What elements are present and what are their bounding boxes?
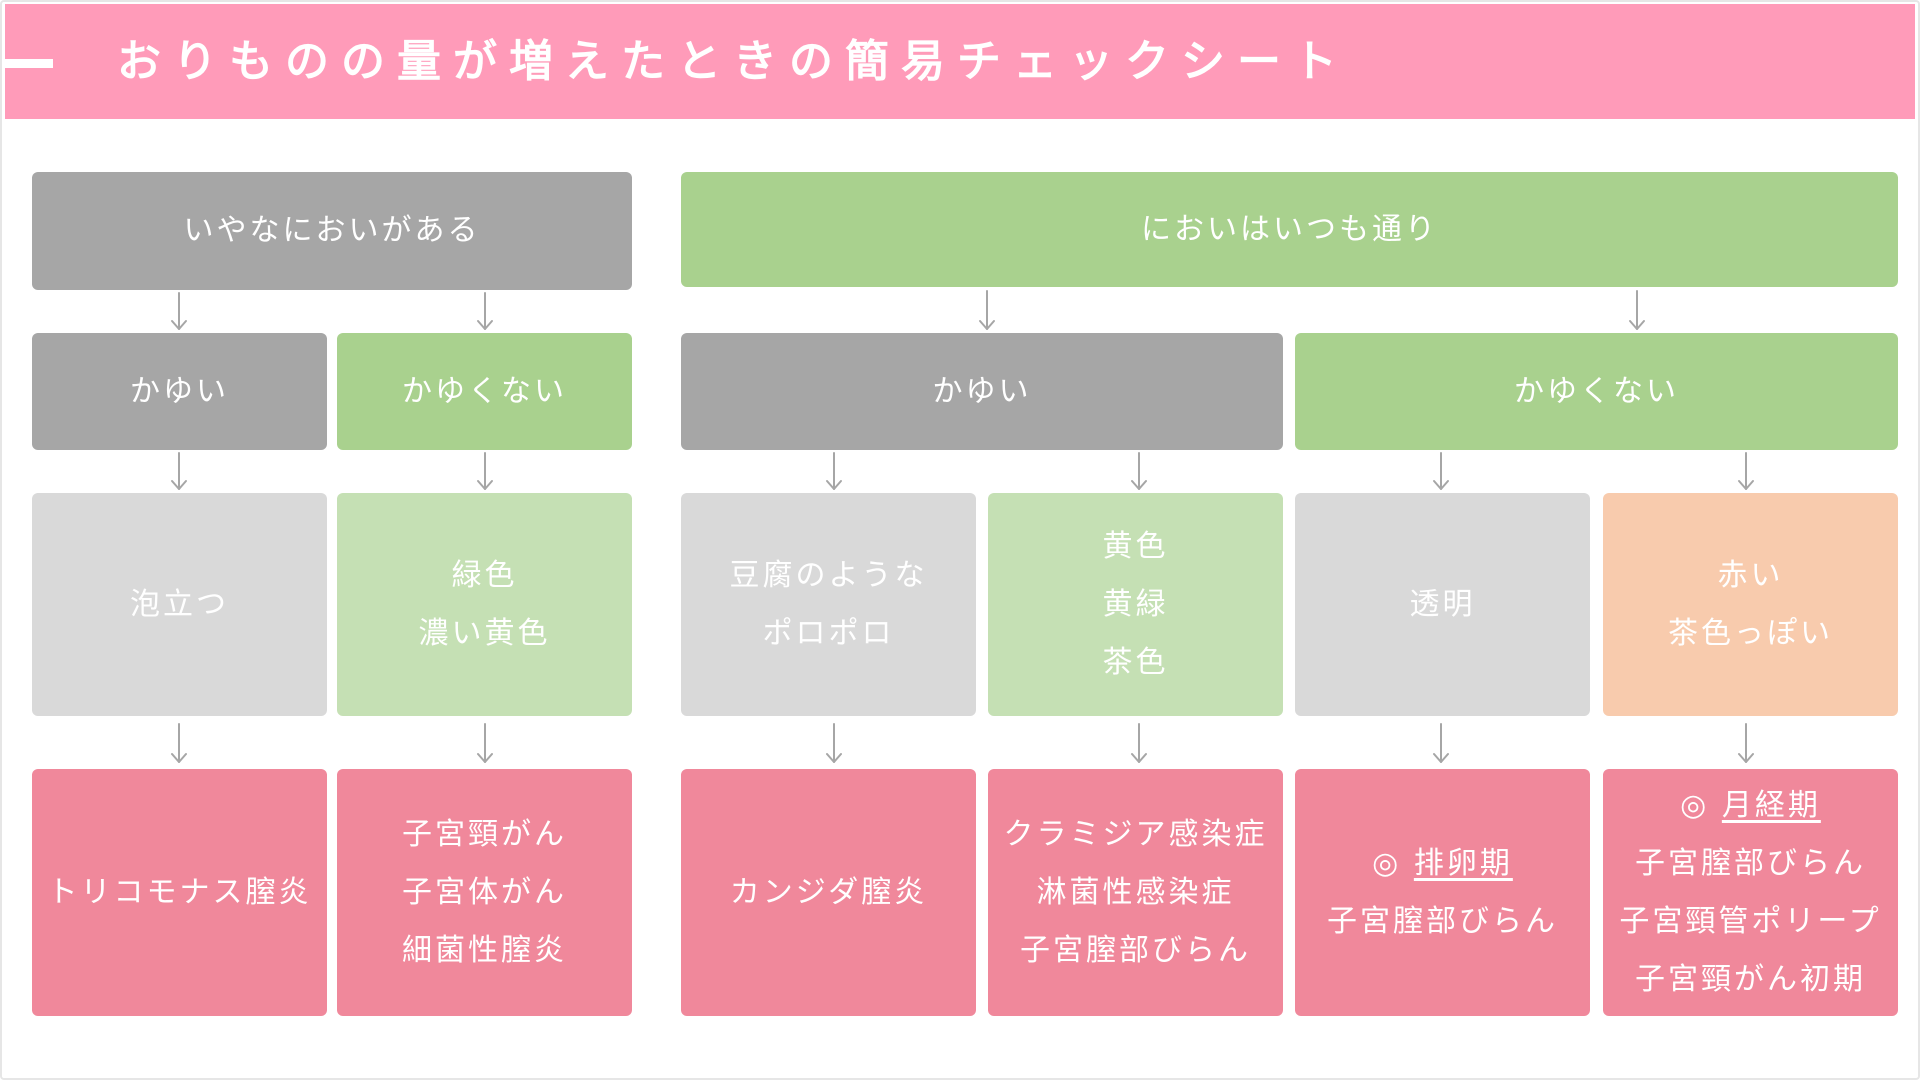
symptom-text: ポロポロ <box>762 615 895 651</box>
symptom-text: 赤い <box>1717 557 1784 593</box>
diagnosis-ovulation: ◎ 排卵期 子宮膣部びらん <box>1295 769 1590 1016</box>
diagnosis-text: トリコモナス膣炎 <box>47 874 312 910</box>
header-dash-mark <box>5 59 53 68</box>
symptom-text: 濃い黄色 <box>418 615 551 651</box>
bad-not-itchy: かゆくない <box>337 333 632 450</box>
normal-itchy-label: かゆい <box>932 373 1032 409</box>
diagnosis-text: 子宮膣部びらん <box>1327 903 1558 939</box>
diagnosis-text: 子宮体がん <box>402 874 567 910</box>
diagnosis-highlight: 月経期 <box>1721 787 1821 823</box>
symptom-green-yellow: 緑色 濃い黄色 <box>337 493 632 716</box>
normal-not-itchy-label: かゆくない <box>1514 373 1679 409</box>
diagnosis-highlight-line: ◎ 排卵期 <box>1372 835 1513 893</box>
symptom-text: 豆腐のような <box>729 557 928 593</box>
diagnosis-highlight-line: ◎ 月経期 <box>1680 777 1821 835</box>
header-bar: おりものの量が増えたときの簡易チェックシート <box>5 4 1915 119</box>
diagnosis-trichomonas: トリコモナス膣炎 <box>32 769 327 1016</box>
symptom-text: 茶色 <box>1102 644 1169 680</box>
branch-smell-normal: においはいつも通り <box>681 172 1898 287</box>
symptom-text: 緑色 <box>451 557 518 593</box>
diagnosis-text: 子宮膣部びらん <box>1020 932 1251 968</box>
normal-itchy: かゆい <box>681 333 1283 450</box>
symptom-text: 泡立つ <box>130 586 229 622</box>
diagnosis-infections: クラミジア感染症 淋菌性感染症 子宮膣部びらん <box>988 769 1283 1016</box>
symptom-text: 黄色 <box>1102 528 1169 564</box>
bad-itchy: かゆい <box>32 333 327 450</box>
diagnosis-text: 細菌性膣炎 <box>402 932 567 968</box>
diagnosis-text: クラミジア感染症 <box>1003 816 1268 852</box>
symptom-tofu-like: 豆腐のような ポロポロ <box>681 493 976 716</box>
diagnosis-candida: カンジダ膣炎 <box>681 769 976 1016</box>
bad-itchy-label: かゆい <box>130 373 229 409</box>
bad-not-itchy-label: かゆくない <box>402 373 567 409</box>
diagnosis-text: 子宮頸がん初期 <box>1635 961 1866 997</box>
branch-smell-normal-label: においはいつも通り <box>1141 211 1438 247</box>
diagnosis-text: 淋菌性感染症 <box>1036 874 1235 910</box>
symptom-foamy: 泡立つ <box>32 493 327 716</box>
diagnosis-text: 子宮膣部びらん <box>1635 845 1866 881</box>
double-circle-mark: ◎ <box>1372 845 1402 881</box>
symptom-text: 黄緑 <box>1102 586 1169 622</box>
branch-smell-bad: いやなにおいがある <box>32 172 632 290</box>
double-circle-mark: ◎ <box>1680 787 1710 823</box>
branch-smell-bad-label: いやなにおいがある <box>183 213 481 248</box>
diagnosis-highlight: 排卵期 <box>1413 845 1513 881</box>
symptom-text: 茶色っぽい <box>1668 615 1833 651</box>
normal-not-itchy: かゆくない <box>1295 333 1898 450</box>
diagnosis-menstruation: ◎ 月経期 子宮膣部びらん 子宮頸管ポリープ 子宮頸がん初期 <box>1603 769 1898 1016</box>
symptom-yellow-brown: 黄色 黄緑 茶色 <box>988 493 1283 716</box>
diagnosis-cancer-bacterial: 子宮頸がん 子宮体がん 細菌性膣炎 <box>337 769 632 1016</box>
symptom-text: 透明 <box>1409 586 1476 622</box>
page-title: おりものの量が増えたときの簡易チェックシート <box>117 36 1349 87</box>
diagnosis-text: 子宮頸がん <box>402 816 567 852</box>
symptom-red-brown: 赤い 茶色っぽい <box>1603 493 1898 716</box>
symptom-clear: 透明 <box>1295 493 1590 716</box>
diagnosis-text: 子宮頸管ポリープ <box>1619 903 1882 939</box>
diagnosis-text: カンジダ膣炎 <box>729 874 928 910</box>
